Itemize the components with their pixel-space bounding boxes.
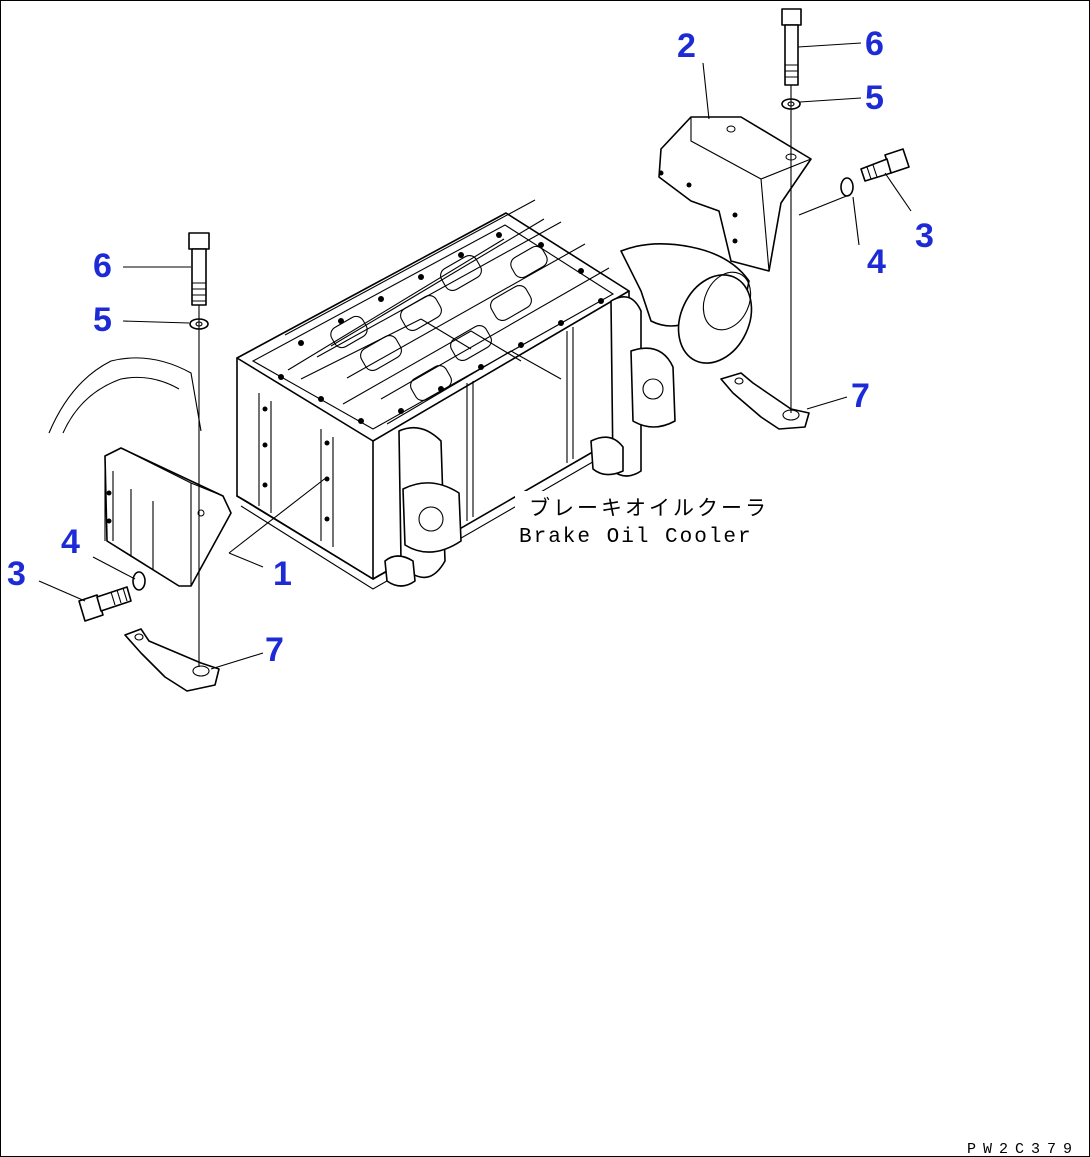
callout-4-left: 4	[61, 523, 80, 561]
leader-lines	[38, 42, 912, 670]
assembly-lines	[198, 85, 792, 667]
callout-3-right: 3	[915, 217, 934, 255]
plate-7-right	[720, 372, 810, 430]
bolt-3-left	[78, 586, 132, 622]
component-label-en: Brake Oil Cooler	[519, 526, 753, 549]
washer-4-left	[132, 571, 146, 591]
callout-2: 2	[677, 27, 696, 65]
callout-6-left: 6	[93, 247, 112, 285]
brake-oil-cooler-body	[236, 199, 753, 590]
drawing-code: PW2C379	[967, 1141, 1079, 1157]
callout-6-right: 6	[865, 25, 884, 63]
bolt-6-left	[188, 232, 210, 306]
callout-7-left: 7	[265, 631, 284, 669]
callout-3-left: 3	[7, 555, 26, 593]
callout-5-right: 5	[865, 79, 884, 117]
right-mounting-bracket	[658, 116, 812, 272]
callout-5-left: 5	[93, 301, 112, 339]
callout-7-right: 7	[851, 377, 870, 415]
plate-7-left	[124, 628, 220, 692]
callout-4-right: 4	[867, 243, 886, 281]
bolt-3-right	[860, 148, 910, 182]
component-label-jp: ブレーキオイルクーラ	[529, 496, 769, 520]
callout-1: 1	[273, 555, 292, 593]
washer-4-right	[840, 177, 854, 197]
bolt-6-right	[781, 8, 802, 86]
